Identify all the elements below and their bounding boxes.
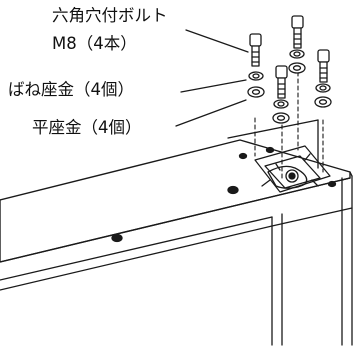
bolt-4 [317, 49, 330, 83]
washer-group [247, 49, 332, 124]
bolt-3 [275, 65, 288, 99]
guide-lines [254, 71, 324, 179]
flat-washer-label: 平座金（4個） [32, 118, 142, 137]
mounting-bracket [254, 145, 331, 193]
bolt-label-line1: 六角穴付ボルト [52, 6, 168, 25]
bolt-group [249, 15, 330, 99]
unit-body [0, 119, 353, 346]
bolt-1 [249, 33, 262, 67]
bolt-label-line2: M8（4本） [52, 34, 137, 53]
surface-screws [111, 146, 337, 243]
bolt-2 [291, 15, 304, 49]
spring-washer-label: ばね座金（4個） [8, 80, 134, 99]
leader-lines [175, 29, 249, 127]
